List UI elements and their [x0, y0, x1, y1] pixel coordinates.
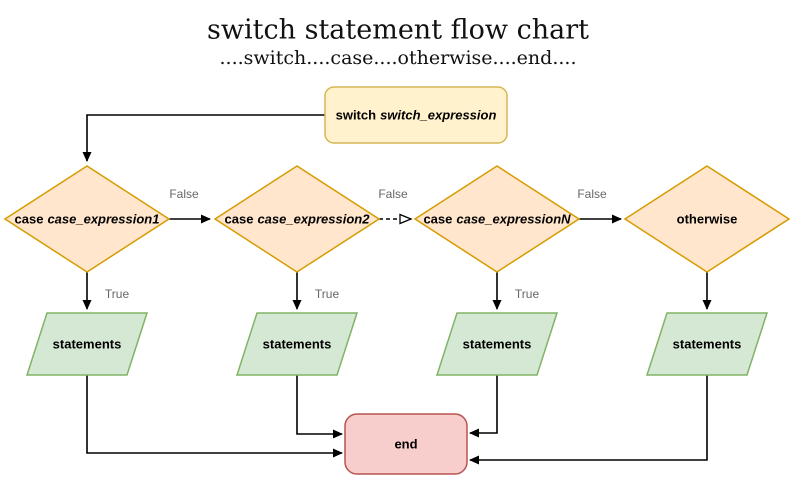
true-label-2: True — [314, 287, 340, 301]
true-label-1: True — [104, 287, 130, 301]
case2-keyword: case — [224, 211, 254, 227]
switch-node-shape — [324, 86, 508, 144]
switch-expression: switch_expression — [380, 107, 497, 123]
statements1-parallelogram-shape — [25, 312, 149, 376]
statements4-parallelogram-shape — [645, 312, 769, 376]
switch-keyword: switch — [335, 107, 377, 123]
case1-keyword: case — [14, 211, 44, 227]
otherwise-diamond-shape — [623, 165, 791, 273]
case2-expression: case_expression2 — [257, 211, 370, 227]
caseN-diamond-shape — [413, 165, 581, 273]
case1-diamond-shape — [3, 165, 171, 273]
edge-statements3-to-end — [469, 375, 498, 438]
end-node-shape — [344, 413, 468, 475]
false-label-3: False — [577, 187, 607, 201]
false-label-2: False — [378, 187, 408, 201]
true-label-3: True — [514, 287, 540, 301]
edge-statements4-to-end — [469, 375, 708, 465]
statements2-node-label: statements — [262, 336, 332, 352]
caseN-expression: case_expressionN — [456, 211, 571, 227]
end-node-label: end — [394, 436, 418, 452]
diagram-title: switch statement flow chart — [207, 14, 589, 46]
edge-switch-to-case1 — [82, 114, 325, 162]
case1-expression: case_expression1 — [47, 211, 160, 227]
statements1-node-label: statements — [52, 336, 122, 352]
case2-diamond-shape — [213, 165, 381, 273]
diagram-subtitle: ....switch....case....otherwise....end..… — [219, 47, 577, 69]
statements4-node-label: statements — [672, 336, 742, 352]
statements3-node-label: statements — [462, 336, 532, 352]
edge-statements1-to-end — [86, 375, 343, 458]
caseN-keyword: case — [423, 211, 453, 227]
statements3-parallelogram-shape — [435, 312, 559, 376]
false-label-1: False — [169, 187, 199, 201]
edge-statements2-to-end — [296, 375, 343, 439]
otherwise-node-label: otherwise — [676, 211, 738, 227]
statements2-parallelogram-shape — [235, 312, 359, 376]
